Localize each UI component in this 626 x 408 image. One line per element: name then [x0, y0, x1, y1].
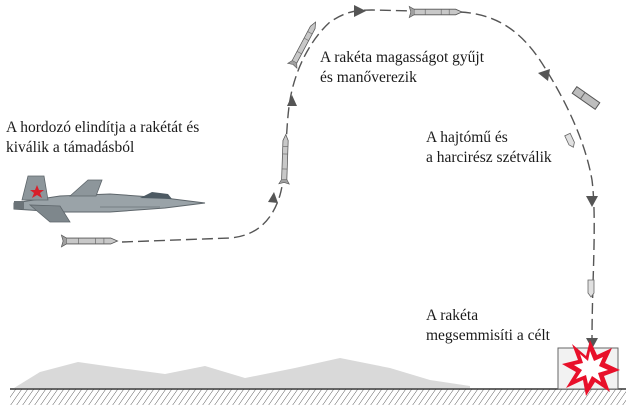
explosion-icon — [562, 340, 620, 396]
label-impact: A rakéta megsemmisíti a célt — [426, 306, 550, 346]
engine-section-icon — [571, 85, 601, 111]
red-star-icon — [30, 185, 44, 198]
fighter-jet-icon — [13, 175, 206, 223]
label-separation: A hajtómű és a harcirész szétválik — [426, 128, 552, 168]
label-launch-line1: A hordozó elindítja a rakétát és — [6, 119, 200, 136]
trajectory-arrow-4 — [538, 69, 550, 81]
label-impact-line2: megsemmisíti a célt — [426, 327, 550, 344]
trajectory-arrow-6 — [586, 338, 598, 349]
trajectory-arrow-1 — [268, 192, 278, 203]
missile-icon — [408, 6, 463, 19]
ground-hatch — [10, 389, 626, 405]
label-launch: A hordozó elindítja a rakétát és kiválik… — [6, 118, 199, 158]
label-climb-line2: és manőverezik — [320, 69, 417, 86]
trajectory-arrow-2 — [287, 95, 297, 106]
warhead-icon — [564, 132, 575, 148]
warhead-icon — [587, 279, 595, 298]
terrain-hills — [14, 358, 470, 388]
missile-icon — [278, 133, 292, 185]
trajectory-arrow-3 — [354, 5, 366, 17]
label-climb-line1: A rakéta magasságot gyűjt — [320, 49, 484, 66]
label-climb: A rakéta magasságot gyűjt és manőverezik — [320, 48, 484, 88]
trajectory-arrow-5 — [586, 196, 598, 207]
label-launch-line2: kiválik a támadásból — [6, 139, 135, 156]
missile-icon — [60, 234, 118, 248]
label-separation-line2: a harcirész szétválik — [426, 149, 552, 166]
missile-icon — [287, 19, 321, 69]
label-impact-line1: A rakéta — [426, 307, 479, 324]
label-separation-line1: A hajtómű és — [426, 129, 508, 146]
